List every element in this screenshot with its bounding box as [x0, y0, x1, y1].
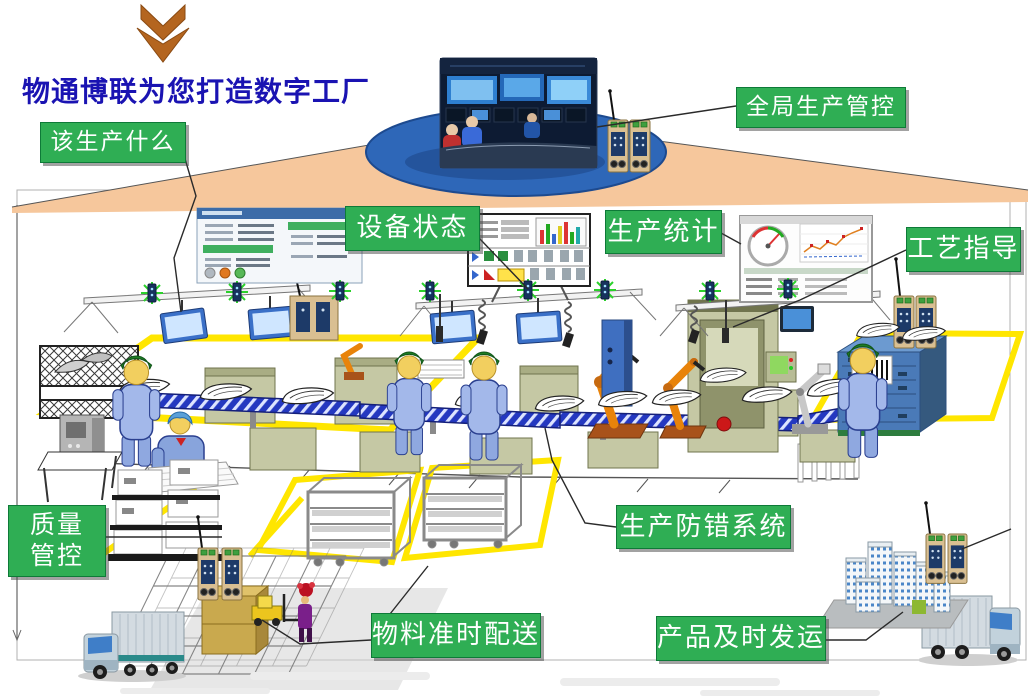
robot-arm-3	[792, 363, 831, 434]
label-quality-control: 质量管控	[8, 505, 106, 577]
truck-left	[78, 611, 186, 682]
material-cart-1	[306, 475, 413, 567]
hanging-tools	[436, 294, 729, 348]
label-what-to-produce-text: 该生产什么	[50, 129, 176, 155]
label-material-delivery: 物料准时配送	[371, 613, 541, 658]
label-global-production-control: 全局生产管控	[736, 87, 906, 128]
control-room-photo	[439, 57, 598, 169]
label-production-statistics-text: 生产统计	[607, 216, 720, 246]
label-error-proofing-system-text: 生产防错系统	[619, 511, 788, 541]
small-robot-left	[340, 343, 364, 380]
hanging-monitors	[159, 296, 563, 345]
gateway-control-room	[607, 89, 651, 173]
city-buildings	[815, 541, 969, 629]
material-cart-2	[422, 462, 524, 549]
gateway-shipping	[924, 501, 968, 584]
truck-right	[918, 595, 1021, 666]
inspection-table	[37, 414, 123, 503]
label-equipment-status-text: 设备状态	[356, 213, 469, 243]
label-global-production-control-text: 全局生产管控	[746, 94, 896, 120]
machine-monitor	[780, 306, 814, 332]
label-quality-control-text: 质量管控	[29, 511, 84, 570]
floor-shadows	[120, 672, 880, 696]
gateway-warehouse	[196, 515, 243, 601]
label-product-shipping-text: 产品及时发运	[657, 623, 826, 653]
down-arrow	[136, 3, 190, 63]
gauge-dashboard	[739, 215, 873, 303]
gateway-cabinet	[893, 257, 937, 349]
forklift	[251, 594, 298, 626]
device-status-dialog	[196, 207, 363, 284]
gold-box-stack	[200, 584, 270, 656]
label-product-shipping: 产品及时发运	[656, 616, 826, 661]
label-error-proofing-system: 生产防错系统	[616, 505, 791, 549]
page-title: 物通博联为您打造数字工厂	[22, 77, 371, 108]
carton-stacks	[108, 459, 226, 561]
tray-stack	[417, 359, 465, 379]
robot-arm-2	[659, 358, 707, 439]
label-material-delivery-text: 物料准时配送	[372, 620, 541, 650]
label-production-statistics: 生产统计	[605, 210, 722, 254]
warehouse-figure	[297, 582, 315, 642]
label-what-to-produce: 该生产什么	[40, 122, 186, 163]
gateway-rail-box	[289, 277, 339, 341]
label-equipment-status: 设备状态	[345, 206, 480, 251]
label-process-guidance-text: 工艺指导	[907, 234, 1020, 264]
label-process-guidance: 工艺指导	[906, 227, 1021, 272]
